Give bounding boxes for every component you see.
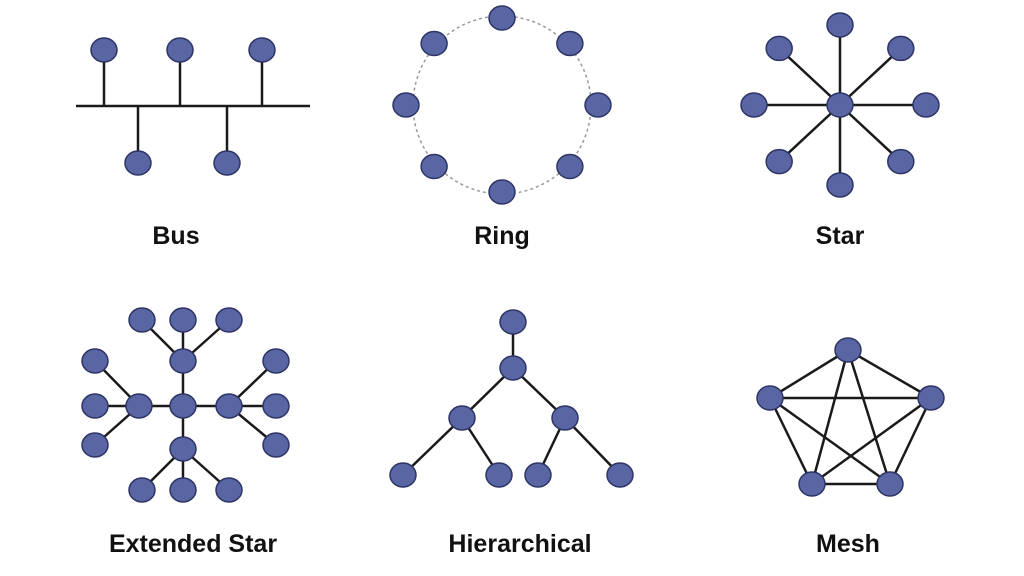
ext-star-leaf-node (215, 477, 243, 503)
bus-node (124, 150, 152, 176)
hierarchical-topology (389, 309, 634, 488)
ext-star-leaf-node (81, 348, 109, 374)
ext-star-leaf-node (262, 432, 290, 458)
ext-star-leaf-node (169, 477, 197, 503)
star-link-line (778, 104, 841, 163)
mesh-label: Mesh (816, 530, 880, 558)
ext-star-leaf-node (262, 393, 290, 419)
mesh-link-line (810, 349, 850, 485)
bus-label: Bus (152, 222, 200, 250)
ring-topology (392, 5, 612, 205)
mesh-topology (756, 337, 945, 497)
star-link-line (839, 104, 902, 163)
extended-star-label: Extended Star (108, 530, 278, 558)
mesh-link-line (811, 396, 932, 486)
ring-node (556, 153, 584, 180)
mesh-link-line (769, 348, 849, 400)
ext-star-hub-node (125, 393, 153, 419)
tree-link-line (402, 417, 463, 476)
ext-star-hub-node (169, 348, 197, 374)
ring-node (488, 5, 516, 31)
tree-leaf-node (485, 462, 513, 488)
ring-label: Ring (474, 222, 530, 250)
bus-node (248, 37, 276, 63)
tree-leaf-node (524, 462, 552, 488)
bus-node (90, 37, 118, 63)
star-link-line (778, 47, 841, 106)
tree-node (499, 355, 527, 381)
mesh-node (834, 337, 862, 363)
star-link-line (839, 47, 902, 106)
ext-star-leaf-node (128, 477, 156, 503)
tree-leaf-node (606, 462, 634, 488)
mesh-node (917, 385, 945, 411)
hierarchical-label: Hierarchical (448, 530, 592, 558)
ext-star-center-node (169, 393, 197, 419)
ext-star-hub-node (169, 436, 197, 462)
ext-star-hub-node (215, 393, 243, 419)
bus-node (166, 37, 194, 63)
tree-leaf-node (389, 462, 417, 488)
ring-node (556, 30, 584, 57)
ext-star-leaf-node (215, 307, 243, 333)
mesh-link-line (768, 397, 814, 485)
star-outer-node (826, 172, 854, 198)
star-outer-node (765, 148, 793, 175)
ring-node (584, 92, 612, 118)
star-outer-node (912, 92, 940, 118)
mesh-link-line (847, 348, 932, 400)
mesh-node (876, 471, 904, 497)
star-outer-node (887, 148, 915, 175)
bus-node (213, 150, 241, 176)
ext-star-leaf-node (81, 432, 109, 458)
mesh-link-line (846, 349, 892, 485)
ring-node (488, 179, 516, 205)
extended-star-topology (81, 307, 290, 503)
star-topology (740, 12, 940, 198)
bus-topology (76, 37, 310, 176)
tree-node (551, 405, 579, 431)
mesh-node (798, 471, 826, 497)
ext-star-leaf-node (128, 307, 156, 333)
ext-star-leaf-node (169, 307, 197, 333)
star-outer-node (887, 35, 915, 62)
star-outer-node (826, 12, 854, 38)
tree-node (448, 405, 476, 431)
star-hub-node (826, 92, 854, 118)
star-outer-node (740, 92, 768, 118)
ext-star-leaf-node (81, 393, 109, 419)
ring-node (392, 92, 420, 118)
mesh-link-line (888, 397, 933, 485)
star-outer-node (765, 35, 793, 62)
mesh-link-line (769, 396, 891, 486)
ring-node (420, 153, 448, 180)
ext-star-leaf-node (262, 348, 290, 374)
star-label: Star (815, 222, 865, 250)
tree-node (499, 309, 527, 335)
mesh-node (756, 385, 784, 411)
ring-node (420, 30, 448, 57)
